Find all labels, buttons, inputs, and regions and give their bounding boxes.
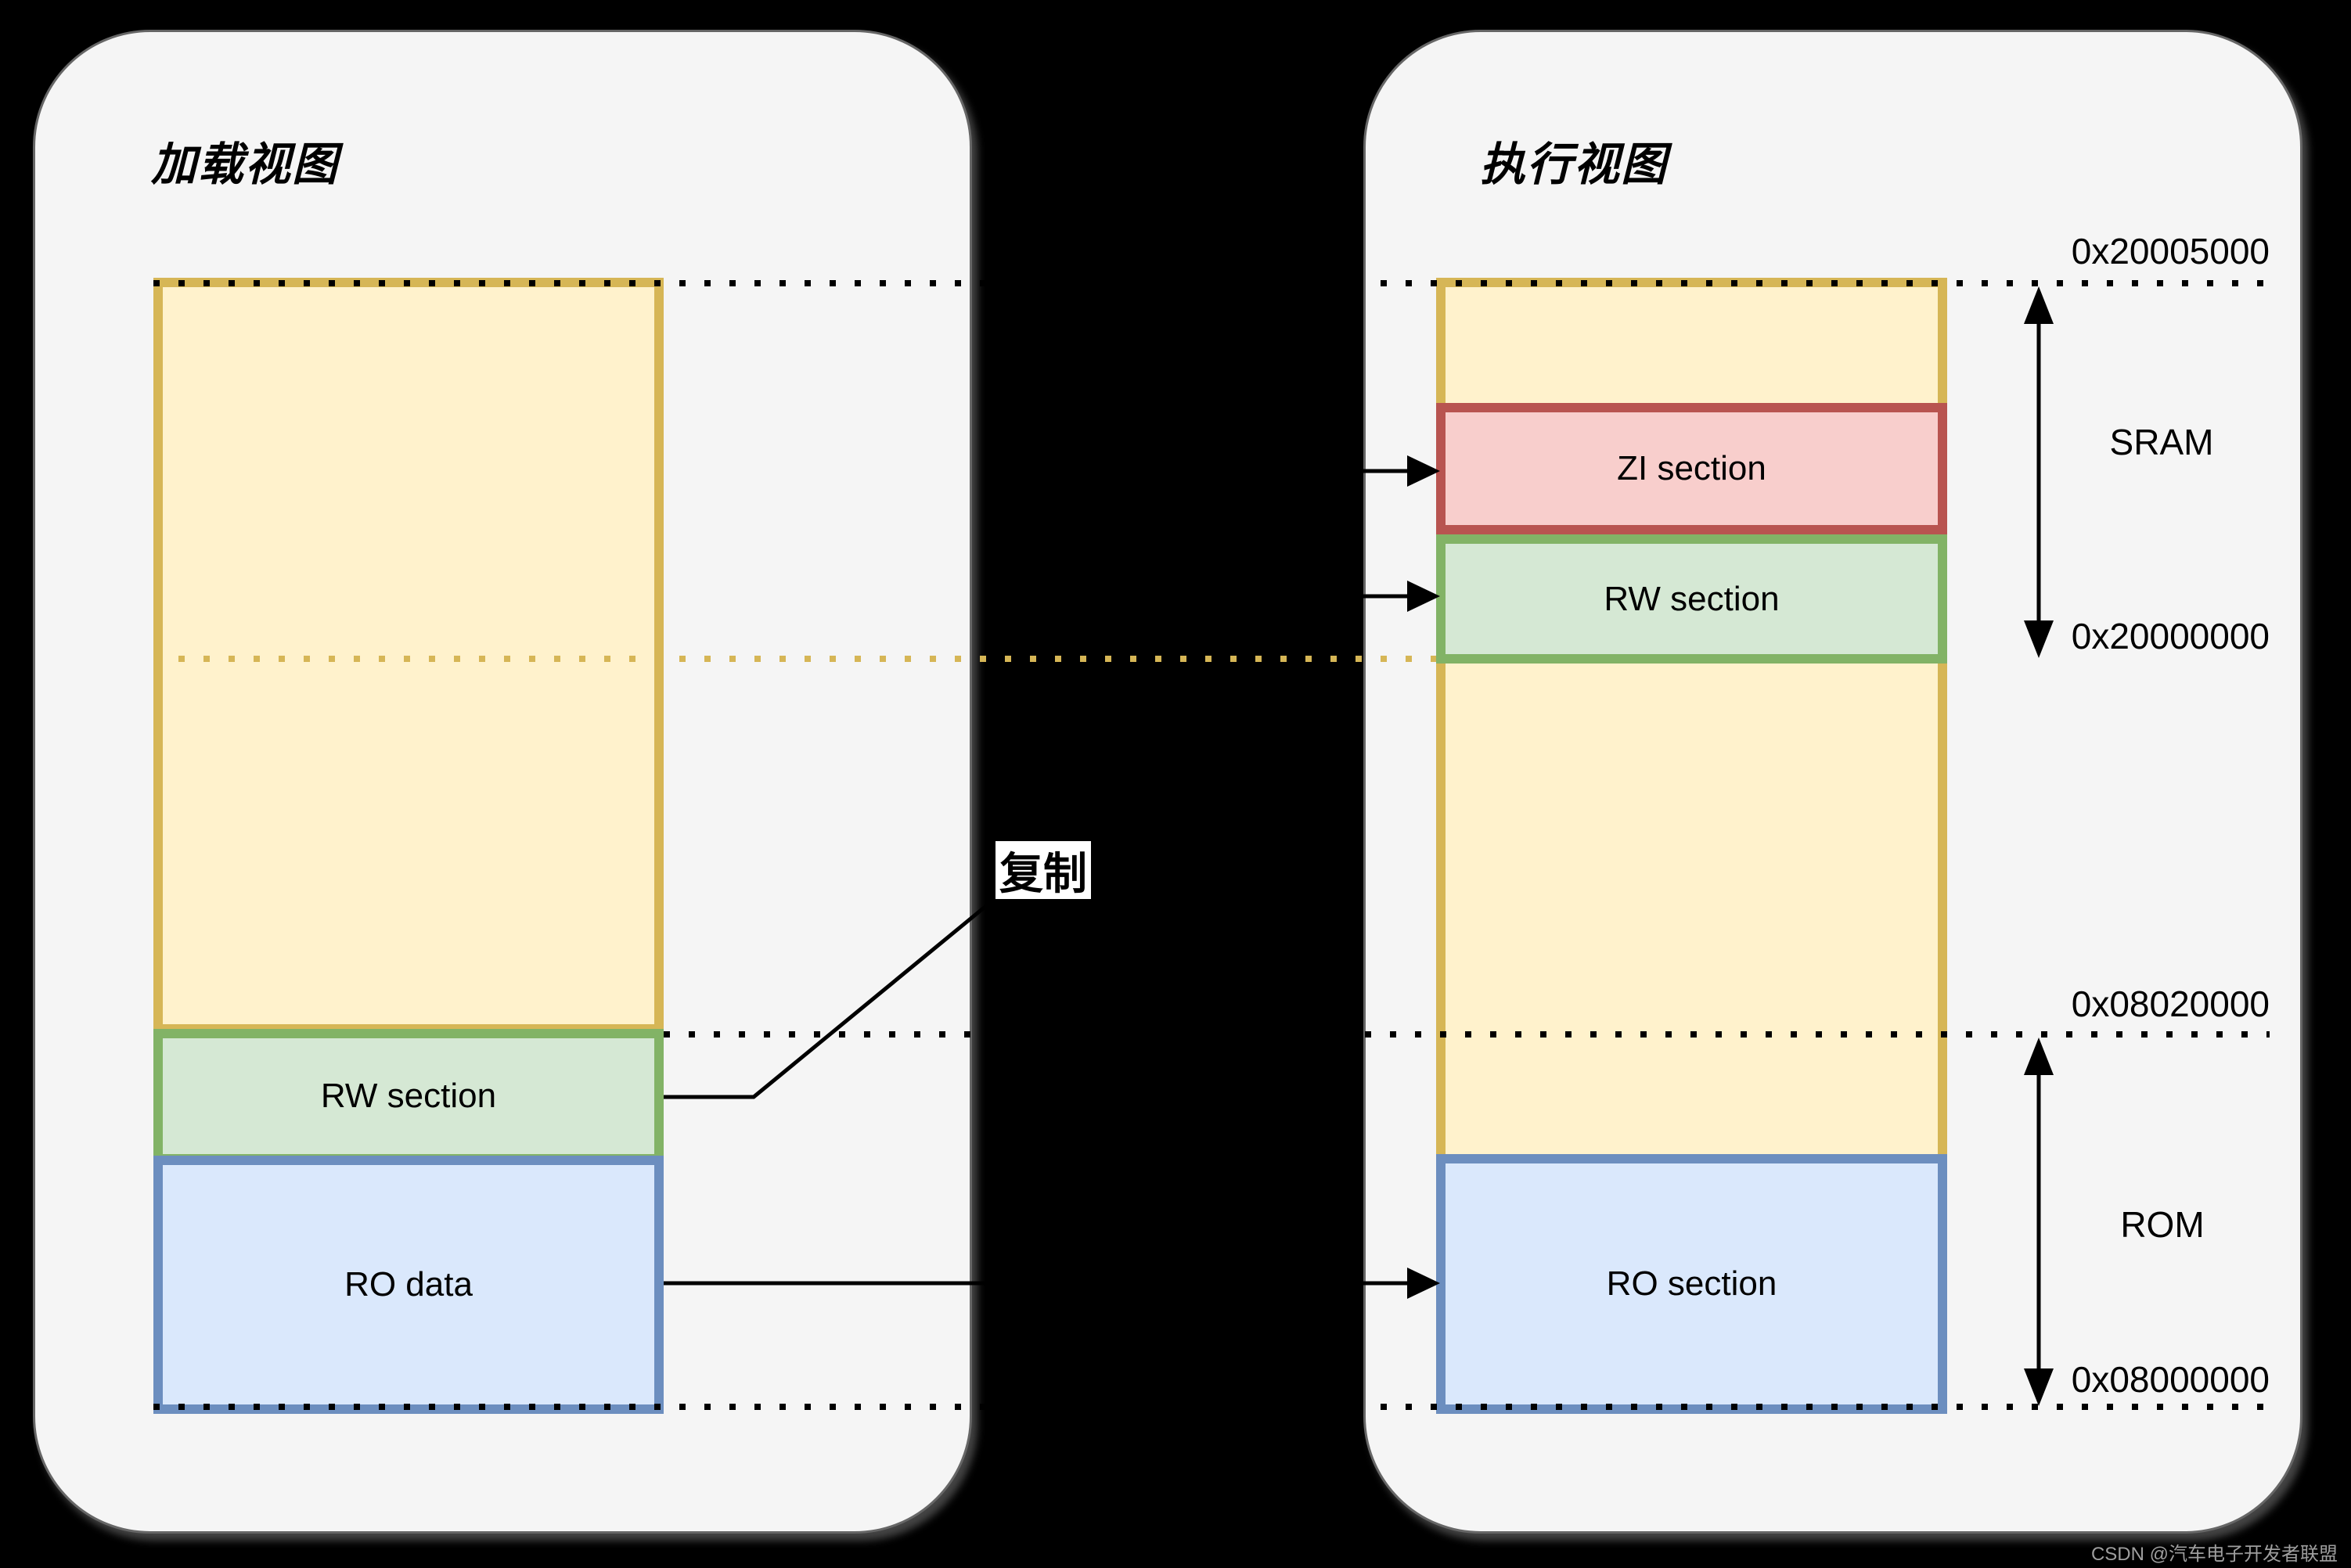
exec-view-ro-label: RO section: [1606, 1264, 1777, 1303]
rw-arrowhead-icon: [1407, 581, 1440, 612]
exec-view-ro-section: RO section: [1436, 1154, 1947, 1414]
load-view-ro-data: RO data: [153, 1156, 664, 1414]
copy-connector-line: [664, 897, 997, 1099]
execution-view-title: 执行视图: [1480, 139, 1669, 190]
exec-view-rw-label: RW section: [1604, 579, 1780, 618]
load-view-ro-label: RO data: [344, 1265, 473, 1304]
copy-label: 复制: [995, 841, 1091, 899]
load-view-rw-label: RW section: [320, 1077, 497, 1115]
ro-copy-arrowhead-icon: [1407, 1268, 1440, 1299]
exec-view-zi-label: ZI section: [1617, 449, 1766, 487]
rom-region-label: ROM: [2120, 1204, 2205, 1245]
csdn-watermark: CSDN @汽车电子开发者联盟: [2090, 1544, 2338, 1565]
load-view-title: 加载视图: [151, 139, 340, 190]
address-0x20000000: 0x20000000: [2071, 616, 2270, 656]
address-0x20005000: 0x20005000: [2071, 231, 2270, 272]
exec-view-zi-section: ZI section: [1436, 403, 1947, 534]
exec-view-rw-section: RW section: [1436, 534, 1947, 664]
rom-range-arrowhead-top-icon: [2024, 1038, 2054, 1075]
address-0x08000000: 0x08000000: [2071, 1359, 2270, 1400]
sram-region-label: SRAM: [2109, 422, 2214, 462]
sram-range-arrowhead-top-icon: [2024, 286, 2054, 324]
zi-arrowhead-icon: [1407, 455, 1440, 487]
rom-range-arrowhead-bottom-icon: [2024, 1368, 2054, 1406]
sram-range-arrowhead-bottom-icon: [2024, 620, 2054, 658]
address-0x08020000: 0x08020000: [2071, 984, 2270, 1024]
load-view-rw-section: RW section: [153, 1029, 664, 1163]
